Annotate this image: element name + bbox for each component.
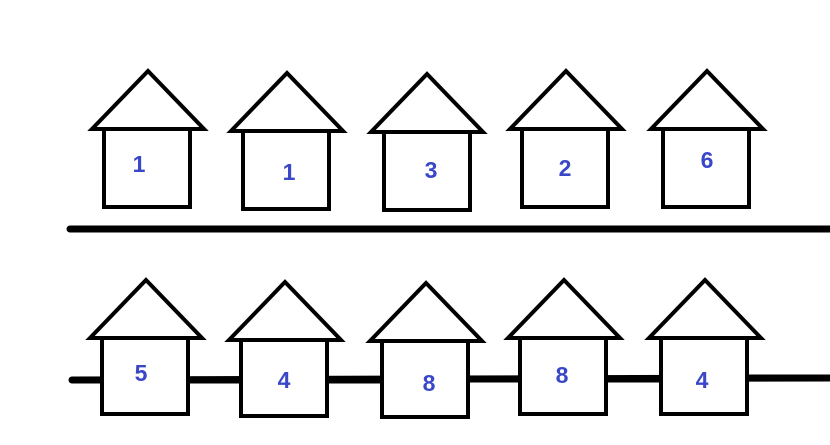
house-number: 4 <box>696 367 709 393</box>
house-r2-2: 4 <box>224 279 346 418</box>
house-roof <box>644 277 766 340</box>
house-roof <box>646 68 768 131</box>
house-roof <box>503 277 625 340</box>
house-body <box>102 127 192 209</box>
house-body <box>380 339 470 419</box>
house-r1-5: 6 <box>646 68 768 209</box>
house-r2-5: 4 <box>644 277 766 416</box>
house-r2-4: 8 <box>503 277 625 416</box>
house-roof <box>87 68 209 131</box>
street-segments-bottom <box>72 374 830 384</box>
house-r1-3: 3 <box>366 71 488 212</box>
house-roof <box>85 277 207 340</box>
house-number: 1 <box>133 151 146 177</box>
house-body <box>520 127 610 209</box>
house-r1-1: 1 <box>87 68 209 209</box>
house-r1-4: 2 <box>505 68 627 209</box>
house-body <box>100 336 190 416</box>
house-body <box>241 129 331 211</box>
house-body <box>659 336 749 416</box>
house-number: 8 <box>423 370 436 396</box>
house-number: 4 <box>278 367 291 393</box>
house-roof <box>505 68 627 131</box>
house-number: 1 <box>283 159 296 185</box>
house-number: 6 <box>701 147 714 173</box>
house-roof <box>224 279 346 342</box>
house-body <box>239 338 329 418</box>
house-number: 2 <box>559 155 572 181</box>
house-number: 3 <box>425 157 438 183</box>
house-row-bottom: 5 4 8 8 4 <box>85 277 766 419</box>
house-body <box>661 127 751 209</box>
house-number: 5 <box>135 360 148 386</box>
house-body <box>382 130 472 212</box>
house-roof <box>226 70 348 133</box>
house-r1-2: 1 <box>226 70 348 211</box>
house-r2-1: 5 <box>85 277 207 416</box>
house-number: 8 <box>556 362 569 388</box>
house-r2-3: 8 <box>365 280 487 419</box>
house-roof <box>365 280 487 343</box>
house-roof <box>366 71 488 134</box>
house-body <box>518 336 608 416</box>
house-row-top: 1 1 3 2 6 <box>87 68 768 212</box>
